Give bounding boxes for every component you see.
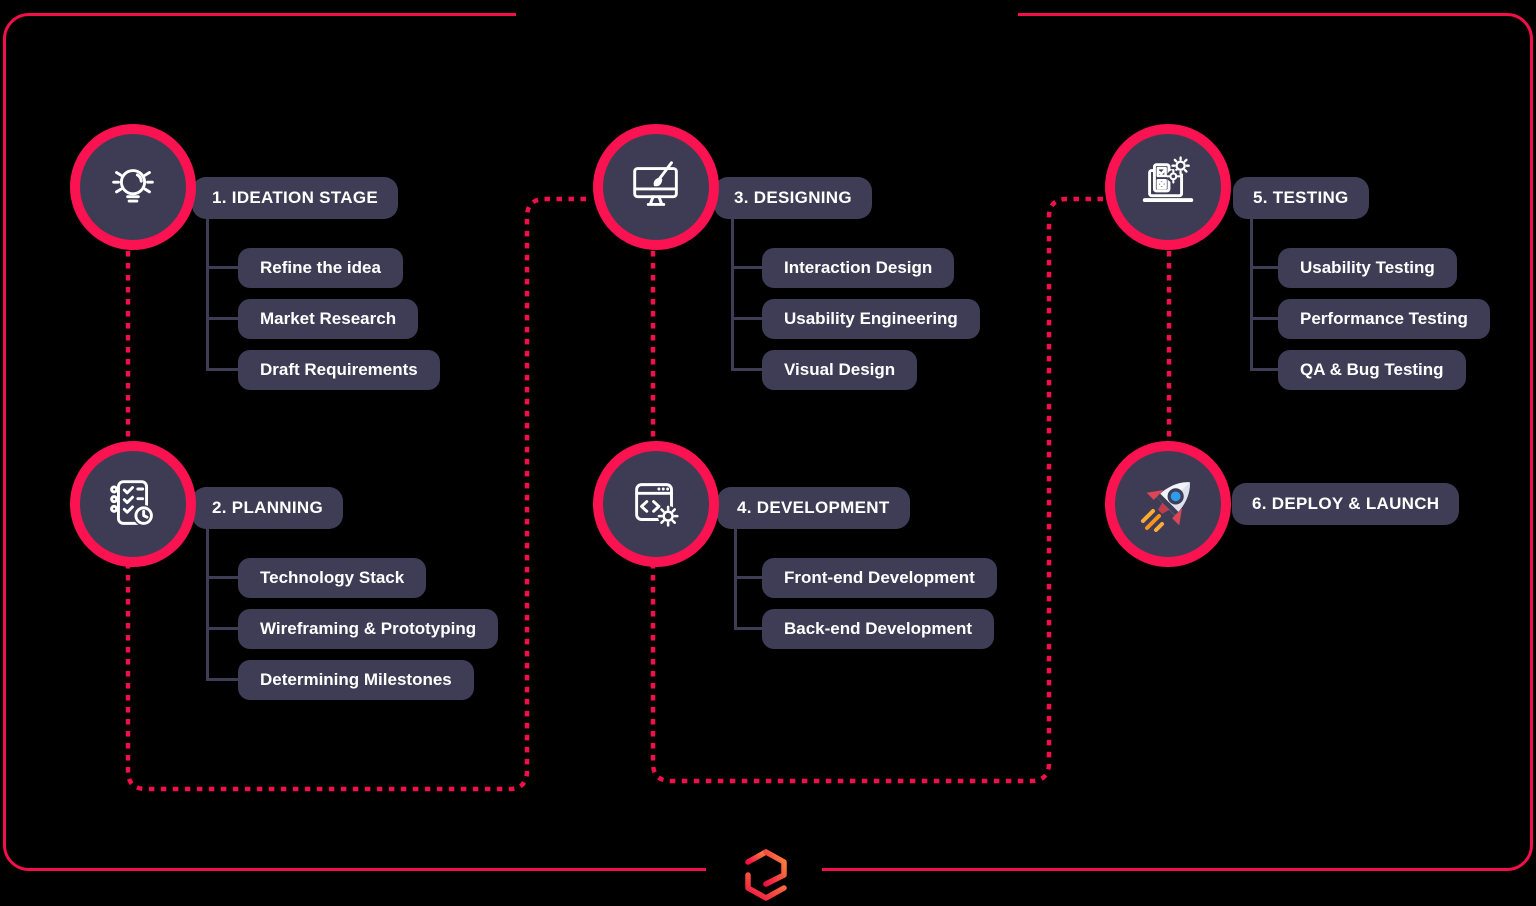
stage-1-item-2: Market Research — [238, 299, 419, 339]
stage-6-title-pill: 6. DEPLOY & LAUNCH — [1232, 483, 1460, 525]
stage-3-item-1: Interaction Design — [762, 248, 955, 288]
stage-1-stub-2 — [206, 317, 238, 320]
stage-1-stub-1 — [206, 266, 238, 269]
stage-1-branch-line — [206, 219, 209, 370]
stage-2-item-1: Technology Stack — [238, 558, 427, 598]
stage-4-stub-2 — [734, 627, 762, 630]
stage-5-branch-line — [1250, 219, 1253, 370]
stage-3-item-2: Usability Engineering — [762, 299, 980, 339]
stage-3-branch-line — [731, 219, 734, 370]
stage-1-title-pill: 1. IDEATION STAGE — [192, 177, 398, 219]
stage-4-title-pill: 4. DEVELOPMENT — [717, 487, 910, 529]
stage-5-title-pill: 5. TESTING — [1233, 177, 1369, 219]
stage-3-stub-2 — [731, 317, 762, 320]
stage-2-stub-1 — [206, 576, 238, 579]
stage-2-title-pill: 2. PLANNING — [192, 487, 343, 529]
checklist-clock-icon — [110, 480, 155, 527]
stage-3-stub-1 — [731, 266, 762, 269]
stage-2-branch-line — [206, 529, 209, 680]
stage-5-item-3: QA & Bug Testing — [1278, 350, 1466, 390]
rocket-icon — [1141, 482, 1190, 532]
stage-5-item-1: Usability Testing — [1278, 248, 1457, 288]
stage-1-item-1: Refine the idea — [238, 248, 403, 288]
stage-4-stub-1 — [734, 576, 762, 579]
stage-1-item-3: Draft Requirements — [238, 350, 440, 390]
stage-1-ideation-node — [70, 124, 196, 250]
stage-5-stub-3 — [1250, 368, 1278, 371]
stage-5-testing-node — [1105, 124, 1231, 250]
border-top-gap — [516, 8, 1018, 20]
stage-4-item-2: Back-end Development — [762, 609, 994, 649]
border-bottom-gap — [706, 865, 822, 879]
stage-5-stub-2 — [1250, 317, 1278, 320]
stage-4-item-1: Front-end Development — [762, 558, 997, 598]
page-border — [3, 13, 1533, 871]
stage-2-planning-node — [70, 441, 196, 567]
stage-4-development-node — [593, 441, 719, 567]
design-monitor-icon — [633, 161, 678, 206]
code-window-icon — [635, 483, 679, 527]
lightbulb-icon — [112, 169, 154, 203]
cube-logo — [745, 849, 787, 901]
stage-3-item-3: Visual Design — [762, 350, 918, 390]
stage-6-deploy-node — [1105, 441, 1231, 567]
stage-2-stub-2 — [206, 627, 238, 630]
testing-laptop-icon — [1142, 156, 1194, 203]
stage-5-stub-1 — [1250, 266, 1278, 269]
stage-3-designing-node — [593, 124, 719, 250]
stage-4-branch-line — [734, 529, 737, 629]
stage-3-stub-3 — [731, 368, 762, 371]
stage-5-item-2: Performance Testing — [1278, 299, 1490, 339]
stage-3-title-pill: 3. DESIGNING — [714, 177, 872, 219]
stage-2-stub-3 — [206, 678, 238, 681]
stage-1-stub-3 — [206, 368, 238, 371]
stage-2-item-3: Determining Milestones — [238, 660, 474, 700]
stage-2-item-2: Wireframing & Prototyping — [238, 609, 499, 649]
